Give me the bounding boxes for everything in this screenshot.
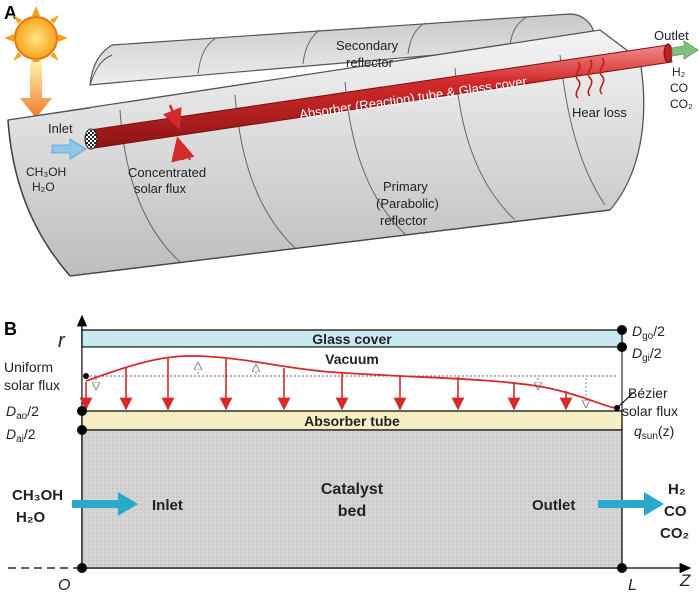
bezier-flux-arrows [79, 358, 573, 411]
outlet-species-b-2: CO [664, 503, 687, 520]
outlet-label-b: Outlet [532, 497, 575, 514]
catalyst-bed [81, 429, 623, 569]
length-label: L [628, 577, 637, 594]
q-sun-label: qsun(z) [634, 423, 674, 442]
primary-reflector-label-1: Primary [383, 179, 428, 194]
secondary-reflector-label-2: reflector [346, 55, 394, 70]
d-ai-label: Dai/2 [6, 426, 36, 445]
inlet-label: Inlet [48, 121, 73, 136]
outlet-species-1: H₂ [672, 65, 686, 79]
inlet-species-b-2: H₂O [16, 509, 45, 526]
inlet-flow-arrow [72, 492, 138, 516]
glass-cover-label: Glass cover [312, 331, 392, 347]
heat-loss-label: Hear loss [572, 105, 627, 120]
r-axis-label: r [58, 330, 66, 352]
panel-b: B [4, 314, 692, 594]
origin-label: O [58, 577, 70, 594]
d-gi-label: Dgi/2 [632, 345, 662, 364]
inlet-species-b-1: CH₃OH [12, 487, 63, 504]
z-axis-label: Z [679, 571, 691, 590]
concentrated-flux-label-1: Concentrated [128, 165, 206, 180]
inlet-arrow [51, 138, 87, 160]
inlet-species-1: CH₃OH [26, 165, 66, 179]
uniform-flux-arrows [96, 366, 586, 404]
panel-b-label: B [4, 319, 17, 339]
bezier-flux-curve [85, 355, 616, 409]
panel-a-label: A [4, 3, 17, 23]
axis-markers [77, 325, 627, 573]
sunlight-arrow [20, 62, 52, 118]
inlet-label-b: Inlet [152, 497, 183, 514]
primary-reflector-label-2: (Parabolic) [376, 196, 439, 211]
concentrated-flux-label-2: solar flux [134, 181, 187, 196]
uniform-flux-label-1: Uniform [4, 359, 53, 375]
absorber-tube [84, 43, 673, 150]
panel-a: A [4, 3, 699, 277]
d-ao-label: Dao/2 [6, 403, 39, 422]
catalyst-bed-label-2: bed [338, 503, 366, 520]
d-go-label: Dgo/2 [632, 323, 665, 342]
inlet-species-2: H₂O [32, 180, 55, 194]
heat-loss-icon [575, 57, 605, 99]
outlet-species-2: CO [670, 81, 688, 95]
flux-arrows [163, 104, 195, 163]
secondary-reflector-label-1: Secondary [336, 38, 399, 53]
outlet-species-b-1: H₂ [668, 481, 686, 498]
absorber-tube-label-b: Absorber tube [304, 413, 400, 429]
outlet-species-3: CO₂ [670, 97, 693, 111]
outlet-arrow [671, 40, 699, 60]
bezier-flux-label-1: Bézier [628, 385, 668, 401]
outlet-label: Outlet [654, 28, 689, 43]
outlet-species-b-3: CO₂ [660, 525, 689, 542]
sun-icon [4, 6, 68, 70]
vacuum-label: Vacuum [325, 351, 379, 367]
bezier-pointer [616, 391, 635, 409]
catalyst-bed-label-1: Catalyst [321, 481, 384, 498]
outlet-flow-arrow [598, 492, 664, 516]
uniform-flux-label-2: solar flux [4, 377, 60, 393]
primary-reflector-label-3: reflector [380, 213, 428, 228]
bezier-flux-label-2: solar flux [622, 403, 678, 419]
